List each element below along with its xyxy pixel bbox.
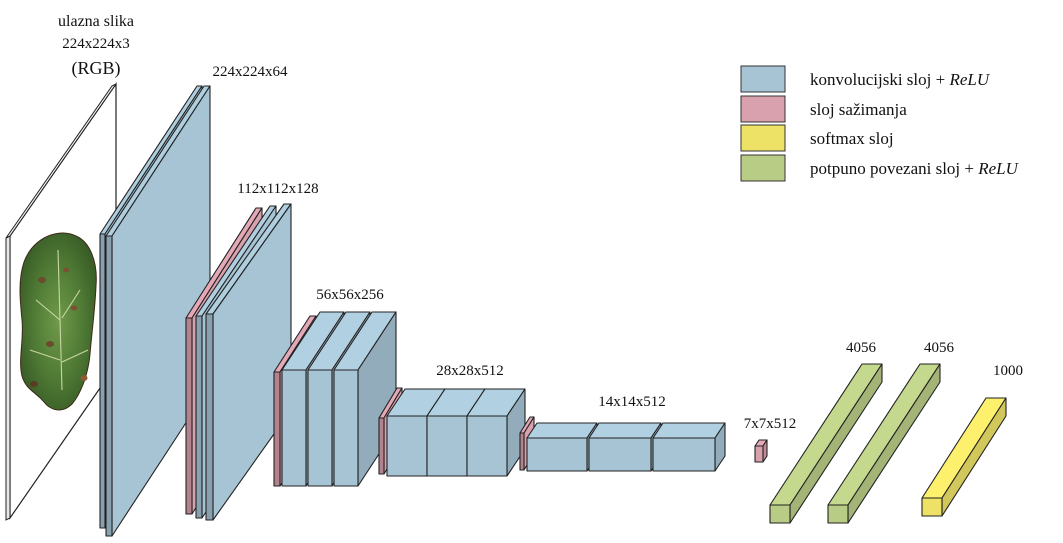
fc1-label: 4056 xyxy=(846,340,877,356)
pool2-edge xyxy=(273,371,281,487)
legend-swatch-pool xyxy=(740,95,786,123)
conv3-label: 56x56x256 xyxy=(316,287,384,303)
fc1-front xyxy=(769,504,791,524)
conv3c-front xyxy=(333,369,359,487)
conv3b-front xyxy=(307,369,333,487)
fc3-label: 1000 xyxy=(993,363,1023,379)
legend-swatch-softmax xyxy=(740,124,786,152)
fc2-label: 4056 xyxy=(924,340,955,356)
legend-label-pool: sloj sažimanja xyxy=(810,100,907,119)
network-blocks xyxy=(99,85,1007,537)
conv1a-edge xyxy=(99,233,106,529)
input-mode: (RGB) xyxy=(72,58,121,79)
conv5a-top xyxy=(526,422,598,439)
pool3-edge xyxy=(378,417,385,475)
conv4a-front xyxy=(386,415,428,477)
conv4-label: 28x28x512 xyxy=(436,363,504,379)
conv2b-edge xyxy=(205,313,214,521)
conv3a-front xyxy=(281,369,307,487)
pool1-edge xyxy=(185,317,193,515)
legend-swatch-fc xyxy=(740,154,786,182)
conv4c-front xyxy=(466,415,508,477)
pool5-front xyxy=(754,445,764,463)
conv5-label: 14x14x512 xyxy=(598,394,666,410)
conv2-label: 112x112x128 xyxy=(237,181,318,197)
fc3-softmax-front xyxy=(921,497,943,517)
conv5b-top xyxy=(588,422,662,439)
conv5c-front xyxy=(652,437,716,472)
legend-label-fc: potpuno povezani sloj + ReLU xyxy=(810,159,1020,178)
conv4b-front xyxy=(426,415,468,477)
conv1-label: 224x224x64 xyxy=(213,64,289,80)
leaf-image xyxy=(19,232,97,411)
conv2a-edge xyxy=(195,315,203,519)
legend-swatch-conv xyxy=(740,65,786,93)
legend-label-softmax: softmax sloj xyxy=(810,129,894,148)
legend: konvolucijski sloj + ReLU sloj sažimanja… xyxy=(740,65,1020,182)
conv5a-front xyxy=(526,437,588,472)
fc2-front xyxy=(827,504,849,524)
fc3-softmax-top xyxy=(921,397,1007,499)
legend-label-conv: konvolucijski sloj + ReLU xyxy=(810,70,991,89)
input-dims: 224x224x3 xyxy=(62,36,130,52)
input-title: ulazna slika xyxy=(58,13,134,30)
conv5c-top xyxy=(652,422,726,439)
pool5-label: 7x7x512 xyxy=(744,416,797,432)
pool4-edge xyxy=(519,432,525,471)
conv5b-front xyxy=(588,437,652,472)
conv1b-edge xyxy=(105,235,113,537)
